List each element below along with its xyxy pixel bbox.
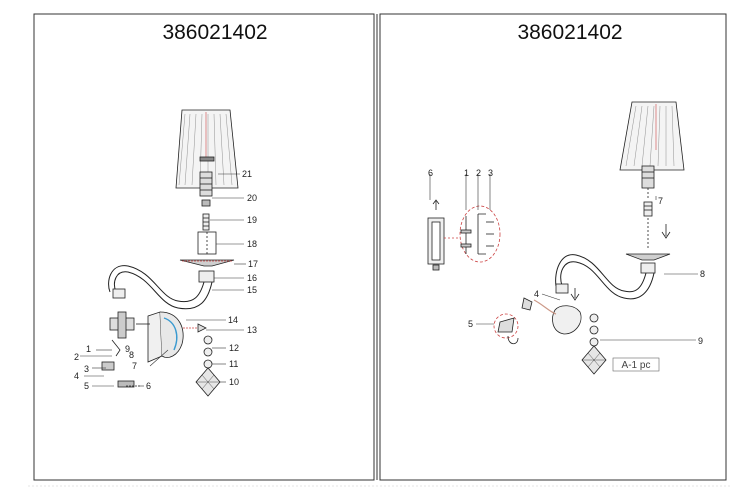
callout-15: 15 — [247, 285, 257, 295]
right-callout-1: 1 — [464, 168, 469, 178]
callout-4: 4 — [74, 371, 79, 381]
callout-21: 21 — [242, 169, 252, 179]
left-leader-lines — [80, 173, 246, 387]
right-leader-lines — [429, 174, 698, 341]
left-callout-numbers: 1 2 3 4 5 6 7 8 9 10 11 12 13 14 15 16 1… — [74, 169, 258, 391]
callout-12: 12 — [229, 343, 239, 353]
right-callout-numbers: 1 2 3 4 5 6 7 8 9 — [428, 168, 705, 346]
callout-18: 18 — [247, 239, 257, 249]
callout-16: 16 — [247, 273, 257, 283]
callout-17: 17 — [248, 259, 258, 269]
callout-2: 2 — [74, 352, 79, 362]
right-callout-9: 9 — [698, 336, 703, 346]
callout-5: 5 — [84, 381, 89, 391]
callout-11: 11 — [229, 359, 238, 369]
callout-13: 13 — [247, 325, 257, 335]
right-callout-5: 5 — [468, 319, 473, 329]
left-exploded-lamp — [101, 109, 239, 397]
right-panel-frame — [379, 13, 727, 481]
left-panel-frame — [33, 13, 375, 481]
callout-3: 3 — [84, 364, 89, 374]
lampshade-illustration — [175, 109, 239, 189]
right-callout-2: 2 — [476, 168, 481, 178]
callout-14: 14 — [228, 315, 238, 325]
right-lampshade — [619, 101, 685, 171]
right-callout-3: 3 — [488, 168, 493, 178]
right-callout-6: 6 — [428, 168, 433, 178]
callout-10: 10 — [229, 377, 239, 387]
right-callout-4: 4 — [534, 289, 539, 299]
callout-7: 7 — [132, 361, 137, 371]
quantity-label: A-1 pc — [622, 360, 651, 371]
callout-20: 20 — [247, 193, 257, 203]
right-assembly-lamp — [427, 101, 685, 375]
quantity-box — [612, 357, 660, 372]
callout-8: 8 — [129, 350, 134, 360]
right-callout-8: 8 — [700, 269, 705, 279]
callout-9: 9 — [125, 344, 130, 354]
callout-1: 1 — [86, 344, 91, 354]
right-product-code: 386021402 — [517, 21, 622, 44]
callout-19: 19 — [247, 215, 257, 225]
right-callout-7: 7 — [658, 196, 663, 206]
left-product-code: 386021402 — [162, 21, 267, 44]
callout-6: 6 — [146, 381, 151, 391]
